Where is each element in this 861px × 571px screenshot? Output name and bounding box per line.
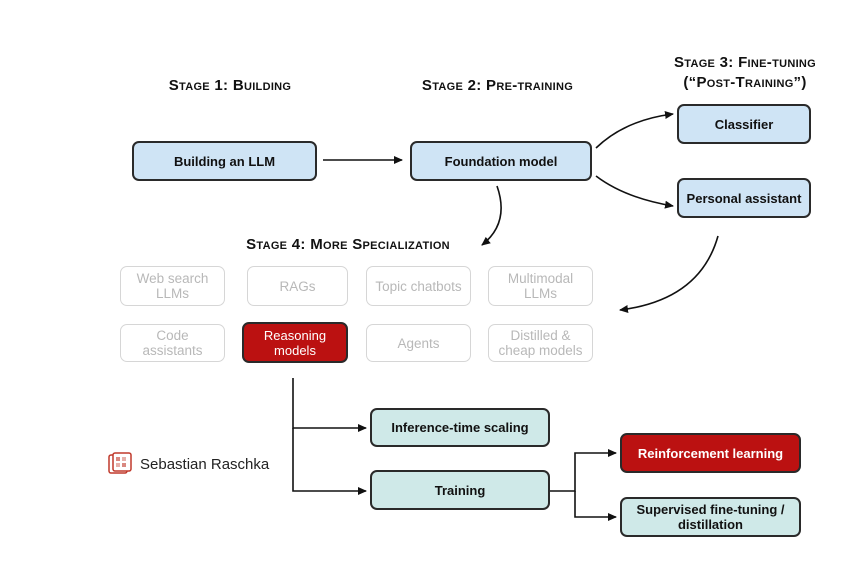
distilled-line2: cheap models [498,343,583,358]
agents-node: Agents [366,324,471,362]
multimodal-line2: LLMs [523,286,557,301]
distilled-models-node: Distilled &cheap models [488,324,593,362]
author-name: Sebastian Raschka [140,455,270,473]
training-node: Training [370,470,550,510]
multimodal-line1: Multimodal [507,271,574,286]
personal-assistant-label: Personal assistant [686,190,802,206]
sft-line1: Supervised fine-tuning / [636,502,785,517]
personal-assistant-node: Personal assistant [677,178,811,218]
stage-4-heading: Stage 4: More Specialization [246,236,450,253]
sft-line2: distillation [677,517,743,532]
arrow-foundation-to-assistant [595,175,674,209]
foundation-model-label: Foundation model [444,153,558,169]
web-search-line1: Web search [136,271,209,286]
rags-node: RAGs [247,266,348,306]
reinforcement-learning-node: Reinforcement learning [620,433,801,473]
arrow-training-to-rl [550,449,617,492]
stage-3-heading-line2: (“Post-Training”) [683,74,807,91]
author-credit: Sebastian Raschka [108,452,269,476]
arrow-stage3-to-stage4 [619,235,719,313]
building-llm-label: Building an LLM [173,153,276,169]
topic-chatbots-label: Topic chatbots [375,278,462,294]
supervised-fine-tuning-node: Supervised fine-tuning /distillation [620,497,801,537]
web-search-line2: LLMs [155,286,189,301]
arrow-reasoning-to-inference [292,378,367,432]
classifier-node: Classifier [677,104,811,144]
arrow-reasoning-to-training [292,428,367,495]
inference-time-scaling-node: Inference-time scaling [370,408,550,447]
classifier-label: Classifier [714,116,774,132]
stage-3-heading: Stage 3: Fine-tuning (“Post-Training”) [650,54,840,91]
code-assistants-label: Code assistants [142,328,203,358]
distilled-line1: Distilled & [510,328,571,343]
code-assistants-node: Code assistants [120,324,225,362]
foundation-model-node: Foundation model [410,141,592,181]
rags-label: RAGs [279,278,316,294]
reasoning-line1: Reasoning [263,327,327,343]
reasoning-line2: models [274,342,316,358]
stage-1-heading: Stage 1: Building [168,77,292,94]
stage-2-heading: Stage 2: Pre-training [421,77,574,94]
building-llm-node: Building an LLM [132,141,317,181]
stage-3-heading-line1: Stage 3: Fine-tuning [673,54,817,71]
arrow-foundation-to-stage4 [481,185,502,246]
author-logo-icon [108,452,132,476]
training-label: Training [434,482,486,498]
inference-time-scaling-label: Inference-time scaling [391,420,529,435]
agents-label: Agents [397,335,440,351]
topic-chatbots-node: Topic chatbots [366,266,471,306]
arrow-training-to-sft [574,491,617,521]
arrow-foundation-to-classifier [595,111,674,149]
reinforcement-learning-label: Reinforcement learning [637,445,784,461]
